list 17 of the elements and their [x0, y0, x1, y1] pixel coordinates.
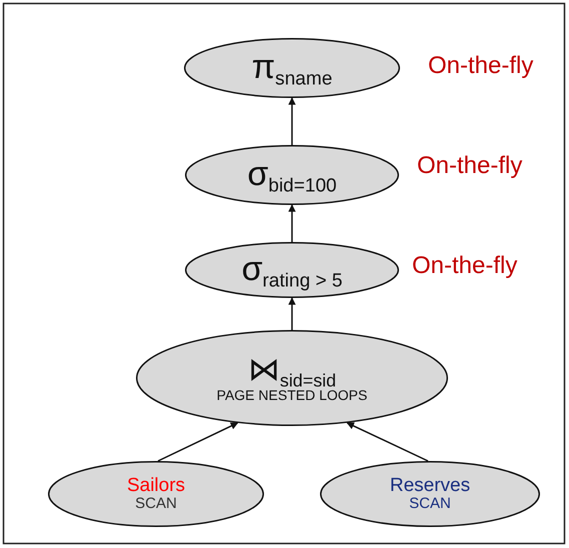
operator-label: ⋈$_{sid=sid}$: [248, 352, 336, 386]
operator-label: σ$_{rating > 5}$: [242, 252, 342, 288]
operator-label: σ$_{bid=100}$: [247, 157, 337, 193]
arrow: [288, 97, 296, 145]
operator-label: π$_{sname}$: [252, 50, 332, 86]
arrow: [158, 422, 238, 462]
operator-label: Reserves: [390, 476, 470, 496]
arrow: [346, 422, 428, 462]
operator-label: Sailors: [126, 476, 186, 496]
arrow: [288, 204, 296, 242]
evaluation-note: On-the-fly: [428, 52, 534, 80]
operator-note: SCAN: [409, 496, 451, 512]
evaluation-note: On-the-fly: [412, 252, 518, 280]
operator-note: SCAN: [135, 496, 177, 512]
operator-note: PAGE NESTED LOOPS: [216, 388, 368, 404]
arrow: [288, 297, 296, 330]
evaluation-note: On-the-fly: [417, 152, 522, 180]
